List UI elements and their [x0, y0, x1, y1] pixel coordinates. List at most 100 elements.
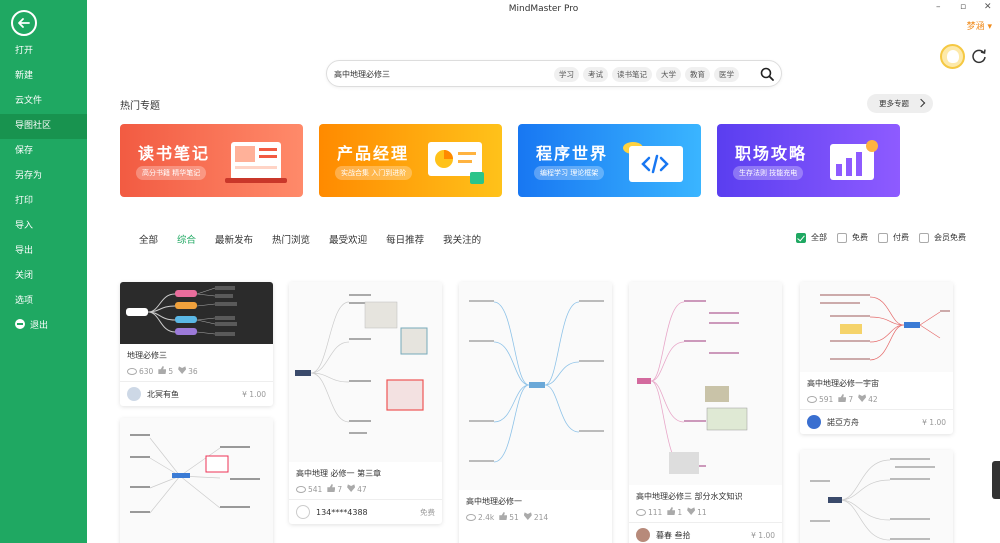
search-bar[interactable]: 高中地理必修三 学习 考试 读书笔记 大学 教育 医学 [326, 60, 782, 87]
card-title: 高中地理 必修一 第三章 [296, 469, 382, 478]
filter-check-all[interactable]: 全部 [796, 232, 827, 243]
mindmap-card[interactable]: 地理必修三 630 5 36 北冥有鱼 ¥ 1.00 [120, 282, 273, 406]
price-filters: 全部 免费 付费 会员免费 [796, 232, 976, 243]
search-tag[interactable]: 考试 [583, 67, 608, 82]
refresh-icon[interactable] [970, 47, 988, 65]
mindmap-preview [130, 434, 260, 514]
fav-count: 214 [533, 513, 549, 522]
thumbs-up-icon [158, 366, 167, 374]
scrollbar-handle[interactable] [992, 461, 1000, 499]
sidebar-item-print[interactable]: 打印 [0, 189, 87, 214]
author-avatar[interactable] [296, 505, 310, 519]
author-name[interactable]: 134****4388 [316, 507, 368, 517]
heart-icon [347, 484, 356, 492]
eye-icon [636, 508, 646, 516]
search-tags: 学习 考试 读书笔记 大学 教育 医学 [554, 67, 739, 82]
sidebar-item-save-as[interactable]: 另存为 [0, 164, 87, 189]
search-input[interactable]: 高中地理必修三 [334, 70, 390, 79]
tab-comprehensive[interactable]: 综合 [177, 235, 197, 246]
sidebar-item-label: 打印 [15, 196, 34, 206]
eye-icon [466, 513, 476, 521]
user-menu[interactable]: 梦涵 ▾ [966, 22, 992, 32]
search-tag[interactable]: 教育 [685, 67, 710, 82]
avatar[interactable] [940, 44, 965, 69]
sidebar-item-close[interactable]: 关闭 [0, 264, 87, 289]
filter-check-member[interactable]: 会员免费 [919, 232, 966, 243]
minimize-button[interactable]: – [936, 2, 941, 12]
card-price: ¥ 1.00 [242, 389, 266, 399]
author-avatar[interactable] [807, 415, 821, 429]
sidebar-menu: 打开 新建 云文件 导图社区 保存 另存为 打印 导入 导出 关闭 选项 退出 [0, 39, 87, 339]
card-thumbnail [120, 282, 273, 344]
mindmap-card[interactable]: 高中地理 必修一 第三章 541 7 47 134****4388 免费 [289, 282, 442, 524]
sidebar-item-exit[interactable]: 退出 [0, 314, 87, 339]
mindmap-card[interactable]: 高中地理必修一 2.4k 51 214 [459, 282, 612, 543]
view-count: 111 [648, 507, 663, 517]
sidebar-item-open[interactable]: 打开 [0, 39, 87, 64]
tab-popular[interactable]: 最受欢迎 [329, 235, 368, 246]
fav-count: 11 [697, 508, 707, 517]
sidebar-item-cloud-files[interactable]: 云文件 [0, 89, 87, 114]
presentation-icon [428, 142, 484, 184]
sidebar-item-new[interactable]: 新建 [0, 64, 87, 89]
search-tag[interactable]: 学习 [554, 67, 579, 82]
tab-hot[interactable]: 热门浏览 [272, 235, 311, 246]
sidebar-item-save[interactable]: 保存 [0, 139, 87, 164]
author-name[interactable]: 諾亞方舟 [827, 417, 859, 427]
bar-chart-icon [830, 140, 878, 180]
arrow-left-icon [18, 18, 30, 28]
search-tag[interactable]: 医学 [714, 67, 739, 82]
thumbs-up-icon [327, 484, 336, 492]
sidebar-item-import[interactable]: 导入 [0, 214, 87, 239]
card-stats: 591 7 42 [800, 389, 953, 409]
checkbox[interactable] [919, 232, 929, 243]
sidebar: 打开 新建 云文件 导图社区 保存 另存为 打印 导入 导出 关闭 选项 退出 [0, 0, 87, 543]
mindmap-card[interactable]: 高中地理必修一宇宙 591 7 42 諾亞方舟 ¥ 1.00 [800, 282, 953, 434]
like-count: 51 [509, 513, 519, 522]
filter-check-free[interactable]: 免费 [837, 232, 868, 243]
author-avatar[interactable] [127, 387, 141, 401]
topic-banner-reading[interactable]: 读书笔记 高分书籍 精华笔记 [120, 124, 303, 197]
author-name[interactable]: 暮春 叁拾 [656, 530, 691, 540]
banner-title: 产品经理 [337, 144, 410, 163]
thumbs-up-icon [499, 512, 508, 520]
author-avatar[interactable] [636, 528, 650, 542]
more-topics-button[interactable]: 更多专题 [867, 94, 933, 113]
card-price: 免费 [420, 507, 435, 517]
search-tag[interactable]: 读书笔记 [612, 67, 652, 82]
mindmap-card[interactable] [800, 450, 953, 543]
checkbox[interactable] [837, 232, 847, 243]
topic-banner-career[interactable]: 职场攻略 生存法则 技能充电 [717, 124, 900, 197]
sidebar-item-options[interactable]: 选项 [0, 289, 87, 314]
exit-icon [15, 319, 25, 329]
filter-check-paid[interactable]: 付费 [878, 232, 909, 243]
topic-banner-programming[interactable]: 程序世界 编程学习 理论框架 [518, 124, 701, 197]
close-button[interactable]: ✕ [984, 2, 992, 12]
banner-subtitle: 实战合集 入门到进阶 [335, 166, 413, 180]
sidebar-item-community[interactable]: 导图社区 [0, 114, 87, 139]
tab-all[interactable]: 全部 [139, 235, 159, 246]
checkbox[interactable] [796, 232, 806, 243]
card-title: 高中地理必修一 [466, 497, 522, 506]
eye-icon [296, 485, 306, 493]
maximize-button[interactable]: ▫ [960, 2, 967, 12]
tab-latest[interactable]: 最新发布 [215, 235, 254, 246]
mindmap-card[interactable] [120, 418, 273, 543]
fav-count: 42 [868, 395, 878, 404]
back-button[interactable] [11, 10, 37, 36]
tab-daily[interactable]: 每日推荐 [386, 235, 425, 246]
card-stats: 630 5 36 [120, 361, 273, 381]
tab-following[interactable]: 我关注的 [443, 235, 482, 246]
topic-banner-product-manager[interactable]: 产品经理 实战合集 入门到进阶 [319, 124, 502, 197]
search-tag[interactable]: 大学 [656, 67, 681, 82]
sidebar-item-export[interactable]: 导出 [0, 239, 87, 264]
checkbox[interactable] [878, 232, 888, 243]
view-count: 541 [308, 484, 323, 494]
card-thumbnail [120, 418, 273, 543]
mindmap-card[interactable]: 高中地理必修三 部分水文知识 111 1 11 暮春 叁拾 ¥ 1.00 [629, 282, 782, 543]
author-name[interactable]: 北冥有鱼 [147, 389, 179, 399]
search-icon[interactable] [760, 67, 774, 81]
filter-tabs: 全部 综合 最新发布 热门浏览 最受欢迎 每日推荐 我关注的 [139, 232, 500, 246]
heart-icon [178, 366, 187, 374]
